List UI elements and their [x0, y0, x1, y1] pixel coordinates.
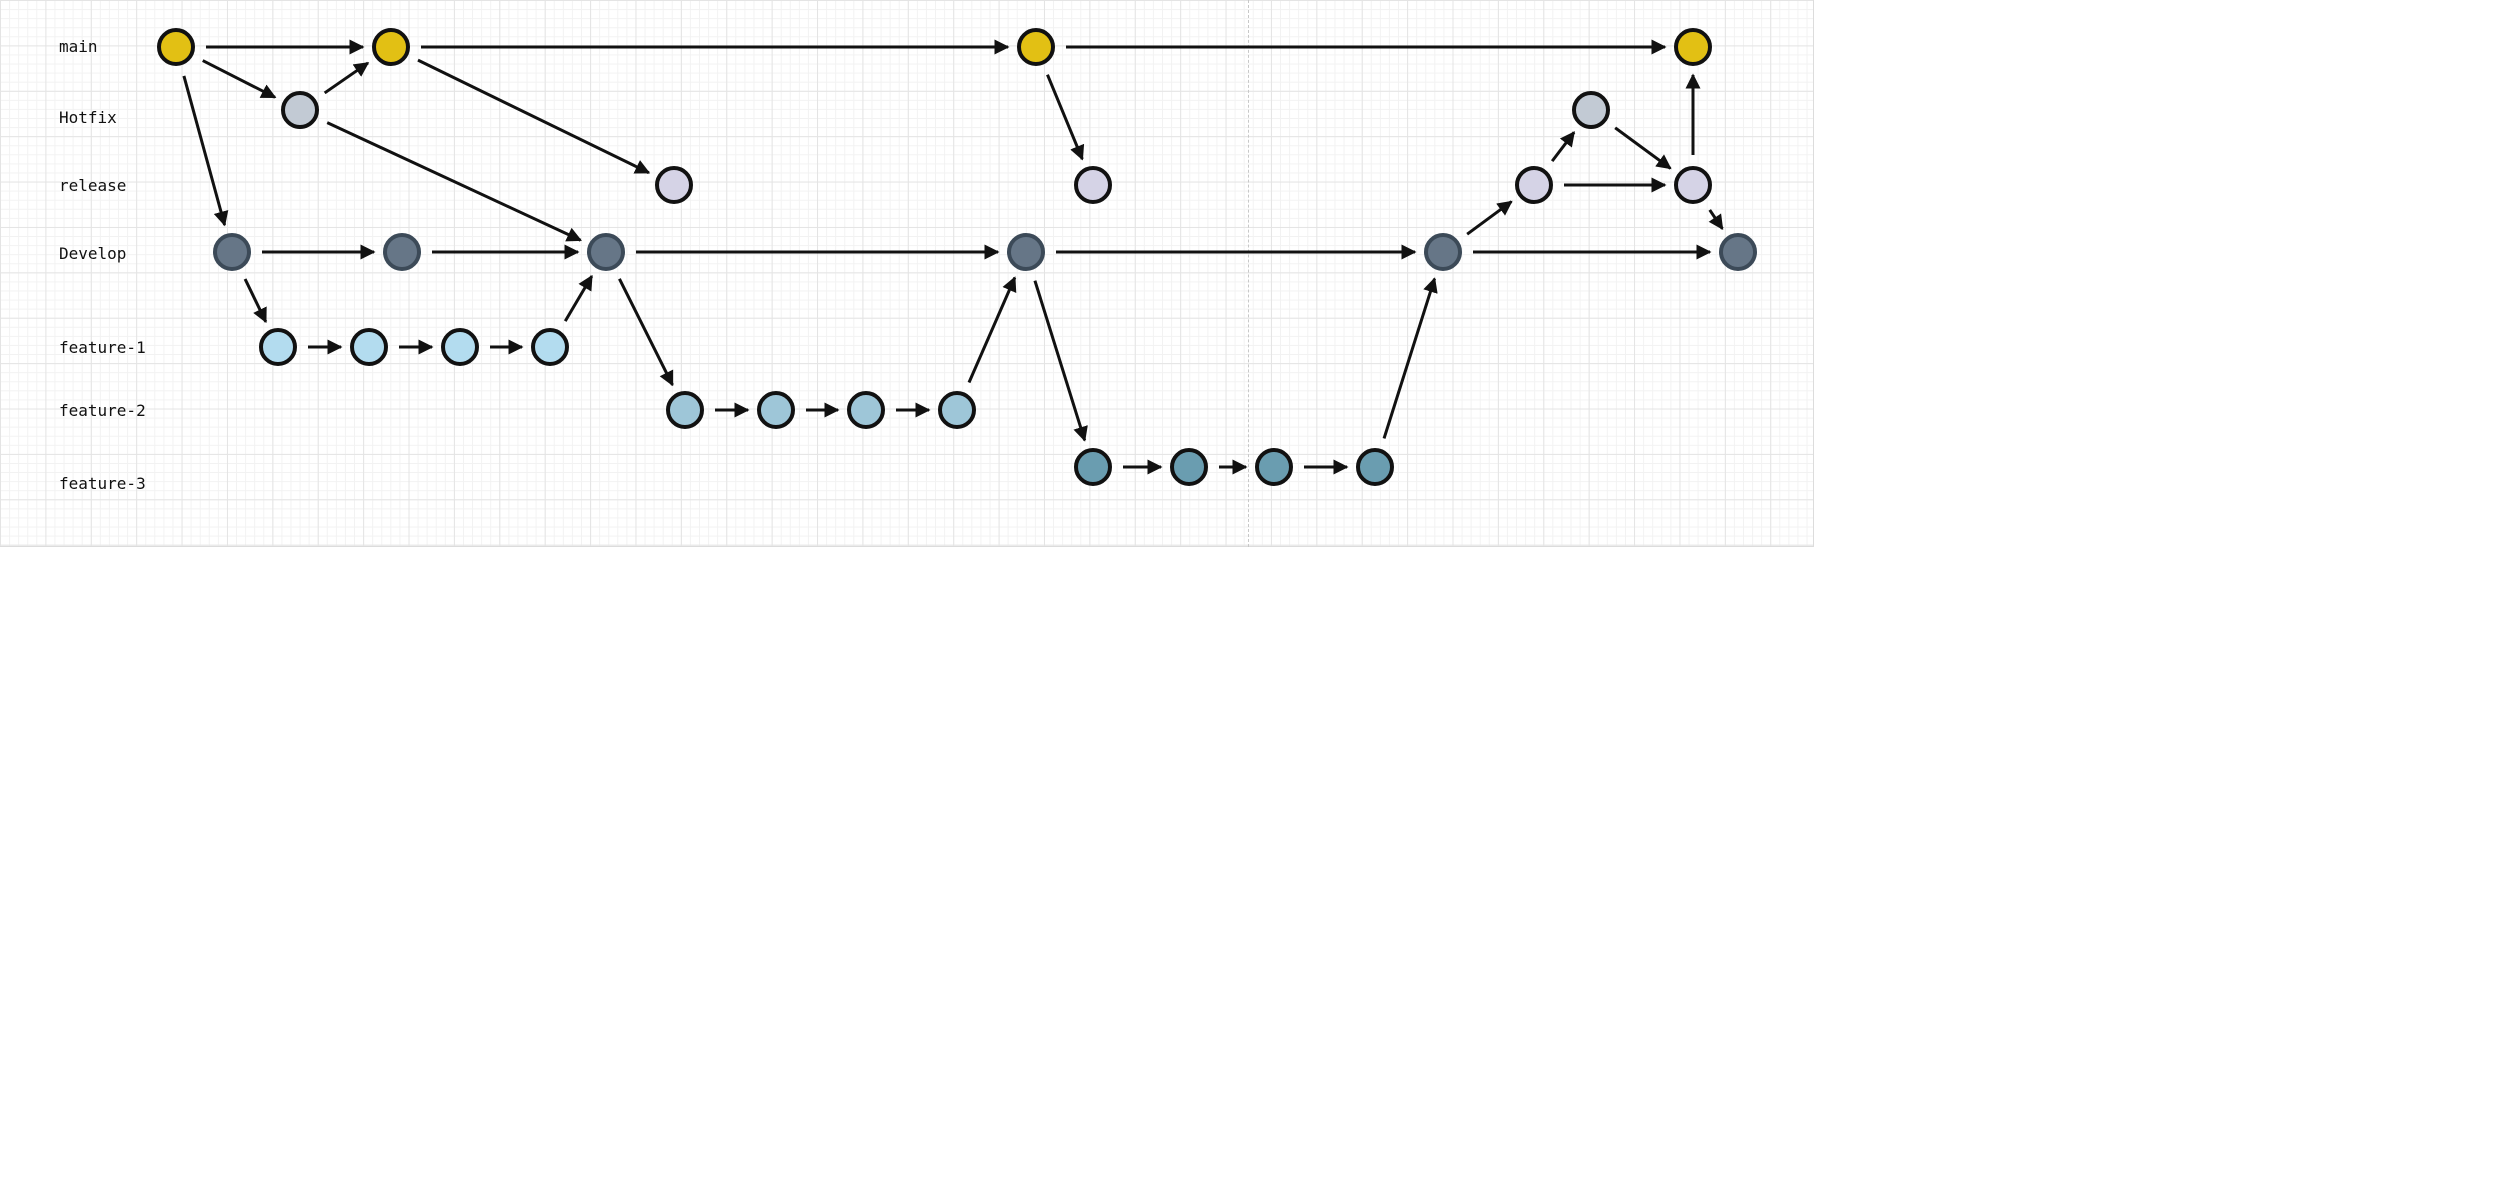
edge-d4-to-f3a [1033, 280, 1088, 442]
commit-node-r4[interactable] [1674, 166, 1712, 204]
diagram-canvas [0, 0, 1814, 547]
commit-node-d3[interactable] [587, 233, 625, 271]
commit-node-m3[interactable] [1017, 28, 1055, 66]
lane-label-release: release [59, 176, 126, 195]
edge-r4-to-d6 [1708, 209, 1724, 231]
edge-h1-to-d3 [326, 121, 582, 242]
commit-node-d1[interactable] [213, 233, 251, 271]
commit-node-d4[interactable] [1007, 233, 1045, 271]
edge-m1-to-h1 [202, 59, 277, 99]
edge-d3-to-f2a [618, 278, 674, 387]
commit-node-h1[interactable] [281, 91, 319, 129]
commit-node-r3[interactable] [1515, 166, 1553, 204]
commit-node-d6[interactable] [1719, 233, 1757, 271]
lane-label-feature-2: feature-2 [59, 401, 146, 420]
commit-node-h2[interactable] [1572, 91, 1610, 129]
commit-node-m2[interactable] [372, 28, 410, 66]
edge-d1-to-f1a [243, 278, 268, 324]
commit-node-f3a[interactable] [1074, 448, 1112, 486]
commit-node-d5[interactable] [1424, 233, 1462, 271]
edge-m1-to-d1 [182, 75, 229, 227]
commit-node-f1c[interactable] [441, 328, 479, 366]
commit-node-r2[interactable] [1074, 166, 1112, 204]
commit-node-m1[interactable] [157, 28, 195, 66]
lane-label-feature-1: feature-1 [59, 338, 146, 357]
lane-label-develop: Develop [59, 244, 126, 263]
commit-node-d2[interactable] [383, 233, 421, 271]
lane-label-main: main [59, 37, 98, 56]
commit-node-f3c[interactable] [1255, 448, 1293, 486]
commit-node-f1a[interactable] [259, 328, 297, 366]
edge-h1-to-m2 [323, 61, 370, 95]
edge-f1d-to-d3 [563, 274, 594, 322]
commit-node-f1d[interactable] [531, 328, 569, 366]
edge-r3-to-h2 [1550, 131, 1576, 163]
commit-node-m4[interactable] [1674, 28, 1712, 66]
commit-node-f2a[interactable] [666, 391, 704, 429]
commit-node-f3b[interactable] [1170, 448, 1208, 486]
commit-node-f3d[interactable] [1356, 448, 1394, 486]
commit-node-f2c[interactable] [847, 391, 885, 429]
lane-label-hotfix: Hotfix [59, 108, 117, 127]
edges-layer [182, 39, 1724, 475]
commit-node-f2d[interactable] [938, 391, 976, 429]
commits-layer [157, 28, 1757, 486]
commit-node-r1[interactable] [655, 166, 693, 204]
edge-m2-to-r1 [417, 58, 651, 175]
edge-f2d-to-d4 [967, 276, 1017, 384]
commit-node-f2b[interactable] [757, 391, 795, 429]
lane-label-feature-3: feature-3 [59, 474, 146, 493]
edge-d5-to-r3 [1466, 200, 1513, 236]
lane-labels: main Hotfix release Develop feature-1 fe… [59, 37, 146, 493]
page-divider [1248, 0, 1249, 547]
commit-node-f1b[interactable] [350, 328, 388, 366]
edge-f3d-to-d5 [1382, 277, 1438, 439]
edge-m3-to-r2 [1046, 74, 1085, 161]
edge-h2-to-r4 [1614, 126, 1672, 170]
